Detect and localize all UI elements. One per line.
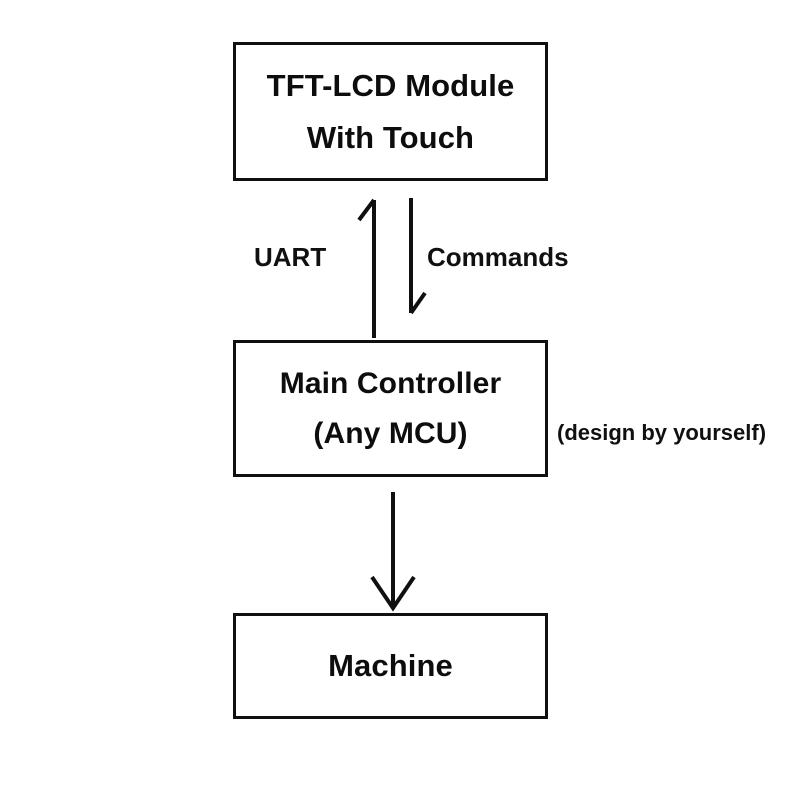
machine-line-1: Machine	[328, 648, 453, 683]
machine-node[interactable]: Machine	[233, 613, 548, 719]
commands-arrow-down	[409, 198, 427, 315]
design-by-yourself-annotation: (design by yourself)	[557, 420, 767, 445]
main-controller-node[interactable]: Main Controller (Any MCU)	[233, 340, 548, 477]
edge-label-commands: Commands	[427, 242, 569, 272]
uart-arrow-up	[357, 198, 376, 338]
edge-label-uart: UART	[254, 242, 327, 272]
commands-arrow-barb	[409, 291, 427, 315]
tft-lcd-module-node[interactable]: TFT-LCD Module With Touch	[233, 42, 548, 181]
control-arrow-head	[370, 575, 416, 612]
uart-arrow-barb	[357, 198, 376, 222]
main-controller-line-2: (Any MCU)	[313, 416, 468, 450]
tft-lcd-module-line-1: TFT-LCD Module	[266, 67, 515, 103]
tft-lcd-module-line-2: With Touch	[306, 119, 475, 155]
main-controller-line-1: Main Controller	[279, 366, 502, 400]
control-arrow-down	[370, 492, 416, 612]
